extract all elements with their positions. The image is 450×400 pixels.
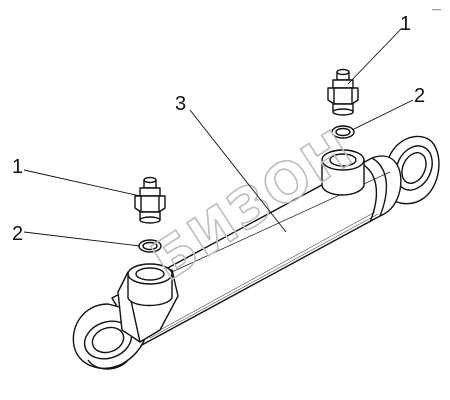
leader-fitting-left bbox=[23, 169, 141, 197]
seal-ring-right bbox=[331, 125, 355, 139]
callout-label-seal-left: 2 bbox=[12, 223, 23, 245]
leader-cylinder bbox=[189, 109, 287, 233]
fitting-right bbox=[327, 68, 359, 116]
cylinder-tube bbox=[111, 155, 402, 347]
port-boss-right bbox=[321, 149, 365, 196]
leader-fitting-right bbox=[347, 27, 403, 85]
callout-label-fitting-left: 1 bbox=[12, 156, 23, 178]
seal-ring-left bbox=[138, 239, 162, 253]
callout-label-fitting-right: 1 bbox=[400, 13, 411, 35]
callout-label-seal-right: 2 bbox=[414, 85, 425, 107]
callout-label-cylinder: 3 bbox=[175, 93, 186, 115]
hydraulic-cylinder bbox=[72, 135, 440, 370]
leader-seal-right bbox=[351, 99, 414, 131]
port-boss-left bbox=[127, 263, 173, 307]
corner-mark: — bbox=[432, 4, 441, 14]
leader-seal-left bbox=[23, 231, 141, 247]
fitting-left bbox=[134, 176, 166, 224]
leader-lines bbox=[23, 27, 414, 247]
